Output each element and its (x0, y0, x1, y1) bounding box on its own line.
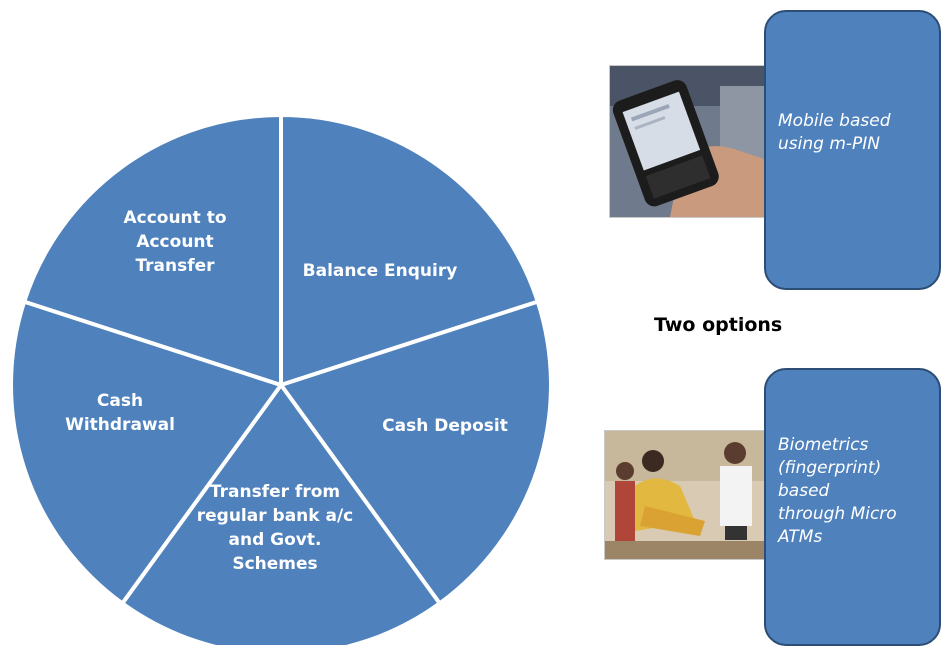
pie-label-line: Account to (123, 208, 226, 228)
pie-label-balance: Balance Enquiry (303, 261, 458, 281)
pie-slice-account (22, 113, 283, 387)
option-mobile-line: Mobile based (778, 111, 891, 131)
micro-atm-photo (604, 430, 778, 560)
option-biometric-line: Biometrics (778, 435, 869, 455)
pie-label-line: Cash Deposit (382, 416, 508, 436)
option-biometric-line: through Micro (778, 504, 897, 524)
option-mobile-line: using m-PIN (778, 134, 880, 154)
pie-slice-withdrawal (9, 299, 283, 606)
pie-label-line: regular bank a/c (197, 506, 354, 526)
pie-label-deposit: Cash Deposit (382, 416, 508, 436)
phone-in-hand-icon (610, 66, 770, 217)
option-box-biometric: Biometrics (fingerprint) based through M… (764, 368, 941, 646)
pie-slice-deposit (279, 299, 553, 606)
pie-label-line: Balance Enquiry (303, 261, 458, 281)
pie-label-line: Account (136, 232, 213, 252)
pie-label-line: and Govt. (229, 530, 322, 550)
two-options-heading: Two options (654, 314, 783, 336)
pie-label-line: Transfer from (210, 482, 340, 502)
option-biometric-line: ATMs (778, 527, 823, 547)
pie-label-line: Cash (97, 391, 143, 411)
pie-slice-balance (279, 113, 540, 387)
people-at-micro-atm-icon (605, 431, 777, 559)
option-box-mobile: Mobile based using m-PIN (764, 10, 941, 290)
pie-label-line: Transfer (135, 256, 215, 276)
option-biometric-line: based (778, 481, 830, 501)
option-biometric-line: (fingerprint) (778, 458, 882, 478)
pie-label-line: Withdrawal (65, 415, 175, 435)
pie-slice-transfer (120, 383, 442, 645)
pie-slices (9, 113, 553, 645)
pie-label-transfer: Transfer from regular bank a/c and Govt. Sc… (197, 482, 354, 574)
mobile-phone-photo (609, 65, 771, 218)
pie-label-line: Schemes (232, 554, 317, 574)
